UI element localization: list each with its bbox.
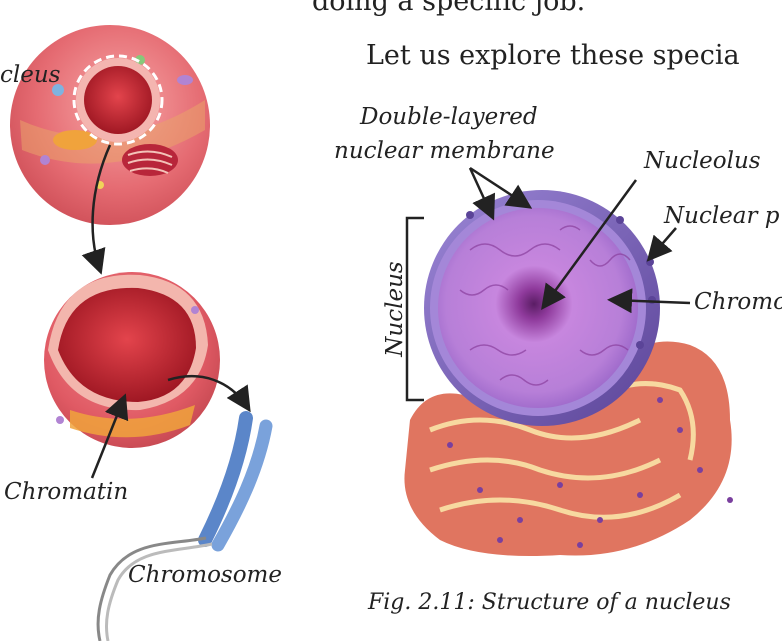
label-chromatin-right: Chromo: [694, 289, 782, 315]
label-chromatin-left: Chromatin: [4, 479, 129, 505]
label-double-layered-2: nuclear membrane: [334, 138, 555, 164]
figure-caption: Fig. 2.11: Structure of a nucleus: [368, 590, 731, 615]
label-nucleus-left: cleus: [0, 62, 61, 88]
cell-illustration: [10, 25, 210, 225]
nucleolus-pointer: [541, 179, 638, 311]
label-double-layered-1: Double-layered: [360, 104, 538, 130]
zoom-arrow-1: [81, 144, 112, 275]
big-nucleus: [424, 190, 660, 426]
zoom-arrow-2: [167, 375, 251, 413]
nuclear-pore-pointer: [646, 227, 677, 262]
chromosome-illustration: [96, 411, 273, 641]
label-nucleus-bracket: Nucleus: [382, 261, 408, 357]
membrane-pointer-1: [468, 167, 496, 221]
zoomed-nucleus: [44, 272, 220, 448]
intro-text-explore: Let us explore these specia: [366, 40, 740, 71]
zoom-highlight-ring: [72, 54, 164, 146]
chromatin-right-pointer: [607, 288, 691, 314]
label-nuclear-pore: Nuclear p: [664, 203, 780, 229]
label-chromosome: Chromosome: [128, 562, 282, 588]
intro-text-top: doing a specific job.: [312, 0, 586, 17]
nucleus-bracket: [405, 216, 424, 402]
chromatin-left-pointer: [90, 393, 129, 479]
membrane-pointer-2: [469, 166, 533, 209]
label-nucleolus: Nucleolus: [644, 148, 761, 174]
